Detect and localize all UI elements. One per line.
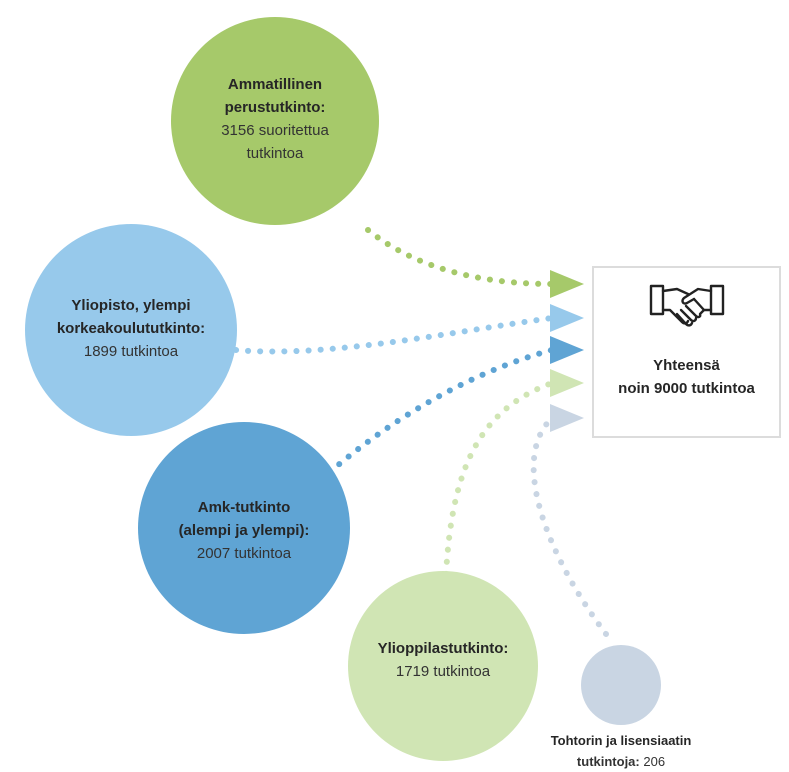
connector-vocational [365,227,555,287]
total-line2: noin 9000 tutkintoa [618,380,755,397]
circle-university [25,224,237,436]
amk-title-line1: Amk-tutkinto [197,499,291,516]
university-title-line2: korkeakoulututkinto: [56,320,206,337]
university-value-line1: 1899 tutkintoa [83,343,179,360]
matriculation-title-line1: Ylioppilastutkinto: [377,640,509,657]
label-vocational: Ammatillinen perustutkinto: 3156 suorite… [175,73,375,165]
matriculation-value-line1: 1719 tutkintoa [395,663,491,680]
total-box: Yhteensä noin 9000 tutkintoa [592,266,781,438]
arrow-matriculation [550,369,584,397]
amk-value-line1: 2007 tutkintoa [196,545,292,562]
arrow-doctorate [550,404,584,432]
circle-vocational [171,17,379,225]
connector-university [233,315,555,355]
doctorate-value-row: tutkintoja: 206 [516,751,726,772]
label-university: Yliopisto, ylempi korkeakoulututkinto: 1… [26,294,236,363]
connector-amk [327,347,555,475]
connector-matriculation [443,380,555,577]
connector-doctorate [530,415,609,637]
label-doctorate: Tohtorin ja lisensiaatin tutkintoja: 206 [516,730,726,772]
arrow-vocational [550,270,584,298]
arrow-university [550,304,584,332]
university-title-line1: Yliopisto, ylempi [71,297,191,314]
vocational-value-line2: tutkintoa [246,145,304,162]
amk-title-line2: (alempi ja ylempi): [178,522,310,539]
doctorate-title-line1: Tohtorin ja lisensiaatin [550,733,692,748]
circle-amk [138,422,350,634]
total-text: Yhteensä noin 9000 tutkintoa [594,354,779,400]
label-matriculation: Ylioppilastutkinto: 1719 tutkintoa [348,637,538,683]
total-line1: Yhteensä [653,357,720,374]
circle-matriculation [348,571,538,761]
doctorate-value-line1: 206 [643,754,666,769]
label-amk: Amk-tutkinto (alempi ja ylempi): 2007 tu… [139,496,349,565]
vocational-title-line2: perustutkinto: [224,99,326,116]
doctorate-title-line2: tutkintoja: [576,754,640,769]
circle-doctorate [581,645,661,725]
vocational-title-line1: Ammatillinen [227,76,323,93]
arrow-amk [550,336,584,364]
handshake-icon [649,284,725,327]
vocational-value-line1: 3156 suoritettua [221,122,329,139]
